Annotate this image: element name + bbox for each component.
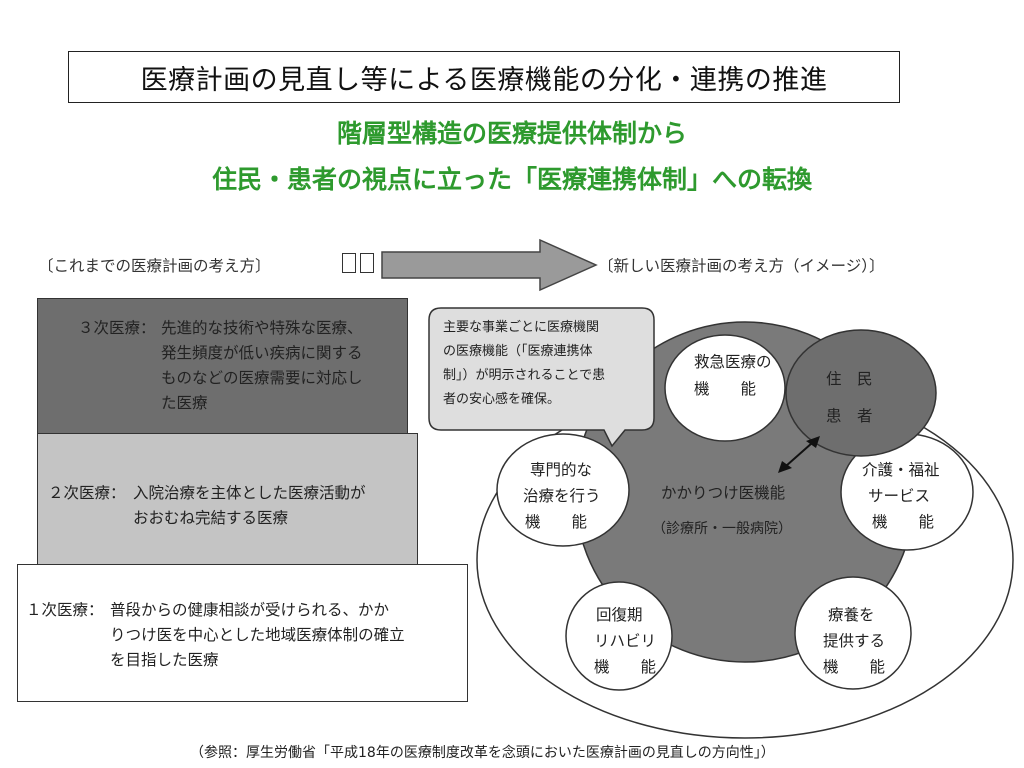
resident-label: 住 民 xyxy=(826,370,873,388)
secondary-care-tier: ２次医療： 入院治療を主体とした医療活動が おおむね完結する医療 xyxy=(37,433,418,565)
bubble-line: 者の安心感を確保。 xyxy=(443,392,561,407)
secondary-lead: ２次医療： xyxy=(48,484,126,502)
emergency-circle xyxy=(664,334,786,442)
tertiary-line: ものなどの医療需要に対応し xyxy=(161,369,363,387)
resident-circle xyxy=(785,329,937,457)
welfare-label: 介護・福祉 xyxy=(862,461,940,479)
care-circle xyxy=(794,576,912,690)
subtitle-line-1: 階層型構造の医療提供体制から xyxy=(336,119,687,148)
specialist-label: 機 能 xyxy=(525,513,588,531)
rehab-label: リハビリ xyxy=(594,632,657,650)
patient-label: 患 者 xyxy=(826,407,873,425)
care-label: 提供する xyxy=(823,632,886,650)
secondary-line: 入院治療を主体とした医療活動が xyxy=(133,484,366,502)
primary-line: を目指した医療 xyxy=(110,651,219,669)
tertiary-line: た医療 xyxy=(161,394,208,412)
care-label: 療養を xyxy=(828,606,875,624)
primary-line: 普段からの健康相談が受けられる、かか xyxy=(110,601,390,619)
rehab-circle xyxy=(565,581,673,691)
transition-arrow xyxy=(381,238,598,292)
bubble-line: 主要な事業ごとに医療機関 xyxy=(443,320,600,335)
bubble-line: 制」）が明示されることで患 xyxy=(443,368,606,383)
rehab-label: 機 能 xyxy=(594,658,657,676)
specialist-label: 治療を行う xyxy=(523,487,601,505)
arrowhead-icon xyxy=(806,436,820,448)
primary-lead: １次医療： xyxy=(26,601,104,619)
tertiary-line: 先進的な技術や特殊な医療、 xyxy=(161,319,363,337)
arrowhead-icon xyxy=(778,461,792,473)
welfare-label: サービス xyxy=(868,487,931,505)
rehab-label: 回復期 xyxy=(596,606,643,624)
double-arrow-icon xyxy=(785,442,813,467)
old-plan-label: 〔これまでの医療計画の考え方〕 xyxy=(38,257,271,275)
primary-care-tier: １次医療： 普段からの健康相談が受けられる、かか りつけ医を中心とした地域医療体… xyxy=(17,564,468,702)
family-doctor-sublabel: （診療所・一般病院） xyxy=(652,521,792,537)
subtitle-line-2: 住民・患者の視点に立った「医療連携体制」への転換 xyxy=(211,165,812,194)
emergency-label: 救急医療の xyxy=(694,353,772,371)
bubble-line: の医療機能（「医療連携体 xyxy=(443,344,593,359)
square-icon xyxy=(360,253,374,273)
primary-line: りつけ医を中心とした地域医療体制の確立 xyxy=(110,626,405,644)
new-plan-label: 〔新しい医療計画の考え方（イメージ）〕 xyxy=(598,257,885,275)
speech-bubble xyxy=(428,307,655,448)
tertiary-care-tier: ３次医療： 先進的な技術や特殊な医療、 発生頻度が低い疾病に関する ものなどの医… xyxy=(37,298,408,434)
square-icon xyxy=(342,253,356,273)
secondary-line: おおむね完結する医療 xyxy=(133,509,289,527)
page-title: 医療計画の見直し等による医療機能の分化・連携の推進 xyxy=(68,51,900,103)
tertiary-lead: ３次医療： xyxy=(78,319,156,337)
reference-footnote: （参照：厚生労働省「平成18年の医療制度改革を念頭においた医療計画の見直しの方向… xyxy=(190,745,775,761)
welfare-label: 機 能 xyxy=(872,513,935,531)
family-doctor-label: かかりつけ医機能 xyxy=(661,484,786,502)
specialist-circle xyxy=(496,433,630,547)
emergency-label: 機 能 xyxy=(694,380,757,398)
specialist-label: 専門的な xyxy=(530,461,593,479)
care-label: 機 能 xyxy=(823,658,886,676)
tertiary-line: 発生頻度が低い疾病に関する xyxy=(161,344,363,362)
